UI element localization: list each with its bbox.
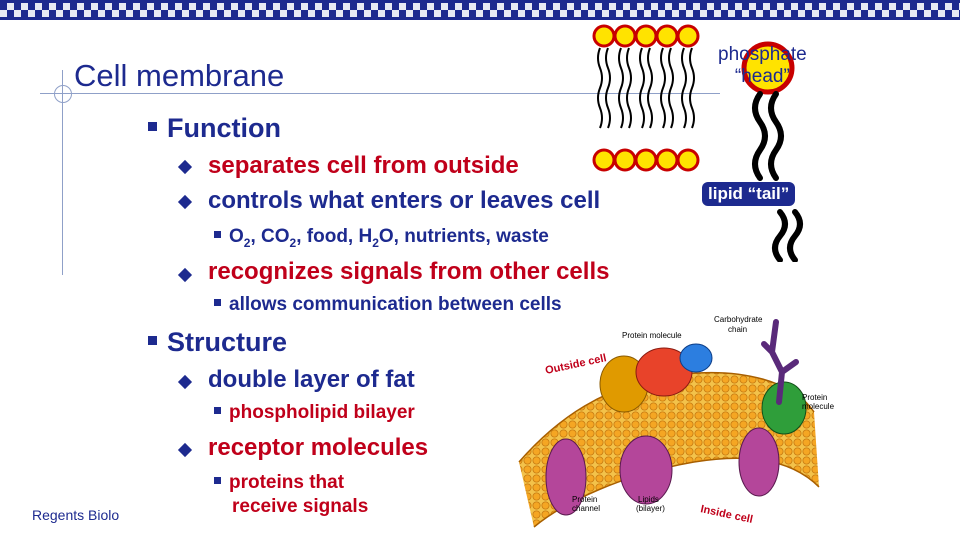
signals-sub: allows communication between cells [214,294,562,316]
phosphate-label-line2: “head” [734,66,790,87]
label-protein-line2: molecule [802,402,835,411]
function-heading-text: Function [167,113,281,143]
structure-item-2: receptor molecules [208,434,429,461]
small-square-bullet-icon [214,477,221,485]
label-protein-channel-line2: channel [572,504,600,513]
lipid-tails [597,47,695,129]
small-square-bullet-icon [214,407,221,415]
label-lipids-line2: (bilayer) [636,504,665,513]
title-rule [40,93,720,94]
label-inside-cell: Inside cell [699,503,754,526]
margin-rule [62,70,63,275]
structure-item-1-sub-text: phospholipid bilayer [229,402,415,423]
slide-title: Cell membrane [74,58,285,93]
small-square-bullet-icon [214,231,221,239]
sub-h-subscript: 2 [372,235,379,250]
sub-o-subscript: 2 [243,235,251,250]
diamond-bullet-icon [177,442,193,458]
protein-channel-middle [619,435,673,505]
lipid-tail-label: lipid “tail” [702,182,796,206]
top-banner [0,0,960,20]
small-square-bullet-icon [214,299,221,307]
signals-item: recognizes signals from other cells [208,258,610,285]
structure-item-1: double layer of fat [208,366,415,393]
diamond-bullet-icon [177,374,193,390]
label-protein-molecule: Protein molecule [622,331,682,340]
structure-item-2-sub-line1: proteins that [229,472,345,493]
label-protein-line1: Protein [802,393,827,402]
structure-heading-text: Structure [167,327,288,357]
crosshair-ornament [54,85,72,103]
label-carbohydrate-line2: chain [728,325,747,334]
structure-heading: Structure [148,327,287,358]
square-bullet-icon [148,122,157,132]
sub-co: , CO [250,226,290,247]
footer-text: Regents Biolo [32,507,120,523]
phosphate-head-label: phosphate“head” [718,44,807,88]
protein-channel-right [738,427,780,497]
protein-molecule-green [761,381,807,435]
carbohydrate-chain-icon [761,319,799,405]
label-protein-channel-line1: Protein [572,495,597,504]
phosphate-head-row-bottom [592,148,700,172]
lipid-tail-icon [752,91,803,262]
protein-channel-left [545,438,587,516]
function-item-2: controls what enters or leaves cell [208,187,601,214]
diamond-bullet-icon [177,267,193,283]
protein-molecule-blue [679,343,713,373]
substances-line: O2, CO2, food, H2O, nutrients, waste [214,226,549,250]
function-heading: Function [148,113,281,144]
function-item-1: separates cell from outside [208,152,519,179]
sub-rest: O, nutrients, waste [378,226,549,247]
signals-sub-text: allows communication between cells [229,294,562,315]
sub-o: O [229,226,244,247]
sub-mid: , food, H [296,226,373,247]
diamond-bullet-icon [177,194,193,210]
phosphate-label-line1: phosphate [718,44,807,65]
bilayer-diagram [592,24,700,172]
label-lipids-line1: Lipids [638,495,659,504]
checker-pattern [0,3,960,17]
phosphate-head-icon [741,41,795,95]
phosphate-head-row-top [592,24,700,48]
structure-item-1-sub: phospholipid bilayer [214,402,415,424]
phospholipid-molecule [741,41,803,262]
structure-item-2-sub: proteins that receive signals [214,471,368,519]
diamond-bullet-icon [177,159,193,175]
sub-co-subscript: 2 [289,235,297,250]
label-carbohydrate-line1: Carbohydrate [714,315,763,324]
lipid-bilayer-shape [519,372,819,527]
label-outside-cell: Outside cell [544,352,607,377]
square-bullet-icon [148,336,157,346]
membrane-illustration: Protein molecule Carbohydrate chain Outs… [518,315,835,528]
structure-item-2-sub-line2: receive signals [232,496,369,517]
